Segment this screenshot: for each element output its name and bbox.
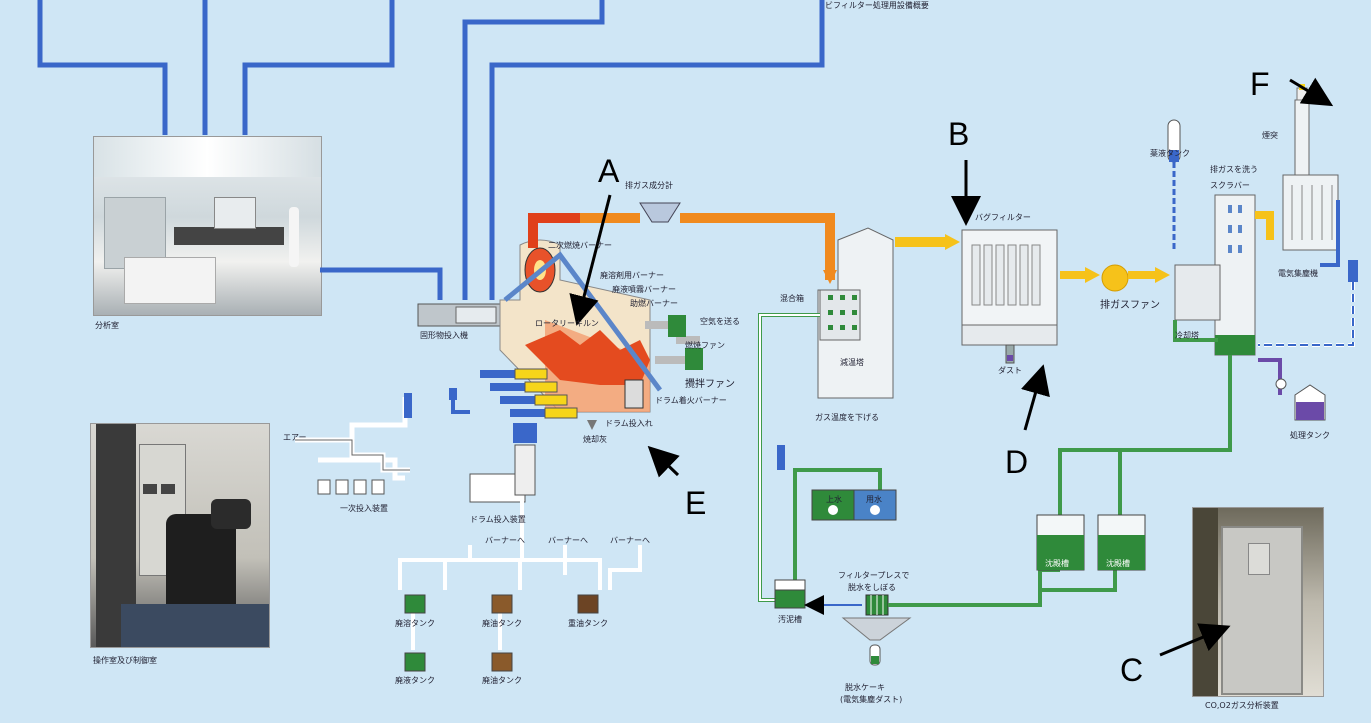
- label-filter-press-2: 脱水をしぼる: [848, 582, 896, 593]
- label-settling-2: 沈殿槽: [1106, 558, 1130, 569]
- label-secondary-burner: 二次燃焼バーナー: [548, 240, 612, 251]
- label-waste-oil-burner: 廃溶剤用バーナー: [600, 270, 664, 281]
- label-pump-unit: 一次投入装置: [340, 503, 388, 514]
- label-tank-heavy: 重油タンク: [568, 618, 608, 629]
- label-send-air: 空気を送る: [700, 316, 740, 327]
- label-settling-1: 沈殿槽: [1045, 558, 1069, 569]
- label-water-2: 用水: [866, 494, 882, 505]
- label-water-1: 上水: [826, 494, 842, 505]
- label-tank-waste-3: 廃液タンク: [395, 675, 435, 686]
- label-drum-burner: ドラム着火バーナー: [655, 395, 727, 406]
- label-scrubber: スクラバー: [1210, 180, 1250, 191]
- air-pipes: [295, 397, 410, 478]
- label-aux-burner: 助燃バーナー: [630, 298, 678, 309]
- label-stir-fan: 攪拌ファン: [685, 375, 735, 390]
- scrubber-outlet: [1255, 215, 1270, 240]
- label-filter-press: フィルタープレスで: [838, 570, 909, 581]
- label-scrubber-note: 排ガスを洗う: [1210, 164, 1258, 175]
- label-sludge-tank: 汚泥槽: [778, 614, 802, 625]
- ash-hopper: [587, 420, 597, 430]
- label-burner-to-2: バーナーへ: [548, 535, 588, 546]
- bag-filter: [962, 230, 1057, 363]
- marker-e: E: [685, 487, 706, 519]
- label-waste-liquid-burner: 廃液噴霧バーナー: [612, 284, 676, 295]
- label-ash: 焼却灰: [583, 434, 607, 445]
- marker-c: C: [1120, 654, 1143, 686]
- label-cooler: 冷却塔: [1175, 330, 1199, 341]
- marker-a: A: [598, 155, 619, 187]
- label-drum-input: ドラム投入装置: [470, 514, 526, 525]
- label-electrostatic: 電気集塵機: [1278, 268, 1318, 279]
- label-cooling-tower: 減温塔: [840, 357, 864, 368]
- label-tank-waste-4: 廃油タンク: [482, 675, 522, 686]
- label-solid-input: 固形物投入機: [420, 330, 468, 341]
- arrow-d: [1025, 370, 1042, 430]
- stack-and-precipitator: [1283, 84, 1338, 265]
- pump-units: [318, 480, 384, 494]
- gas-mixer: [640, 203, 680, 222]
- label-drum-feed: ドラム投入れ: [605, 418, 653, 429]
- label-tank-waste-1: 廃溶タンク: [395, 618, 435, 629]
- exhaust-fan: [1060, 265, 1170, 291]
- marker-f: F: [1250, 68, 1270, 100]
- label-mixing-box: 混合箱: [780, 293, 804, 304]
- marker-b: B: [948, 118, 969, 150]
- chemical-tank: [1168, 120, 1180, 250]
- label-stack: 煙突: [1262, 130, 1278, 141]
- label-gas-detector: 排ガス成分計: [625, 180, 673, 191]
- label-burner-to-1: バーナーへ: [485, 535, 525, 546]
- label-burner-to-3: バーナーへ: [610, 535, 650, 546]
- recycle-tank: [1258, 360, 1325, 420]
- label-exhaust-fan: 排ガスファン: [1100, 296, 1160, 311]
- label-cooling-note: ガス温度を下げる: [815, 412, 879, 423]
- label-air: エアー: [283, 432, 307, 443]
- header-text: ビフィルター処理用設備概要: [825, 0, 929, 11]
- label-cake: 脱水ケーキ: [845, 682, 885, 693]
- label-kiln: ロータリーキルン: [535, 318, 599, 329]
- label-dust: ダスト: [998, 365, 1022, 376]
- arrow-c: [1160, 628, 1225, 655]
- label-chemical-tank: 薬液タンク: [1150, 148, 1190, 159]
- water-tanks: [812, 490, 896, 520]
- arrow-e: [652, 450, 678, 475]
- analysis-sample-lines: [40, 0, 822, 300]
- label-bag-filter: バグフィルター: [975, 212, 1031, 223]
- label-recycle-tank: 処理タンク: [1290, 430, 1330, 441]
- label-air-fan: 燃焼ファン: [685, 340, 725, 351]
- label-cake-note: (電気集塵ダスト): [840, 694, 902, 705]
- marker-d: D: [1005, 446, 1028, 478]
- label-tank-waste-2: 廃油タンク: [482, 618, 522, 629]
- drum-input-device: [470, 423, 537, 502]
